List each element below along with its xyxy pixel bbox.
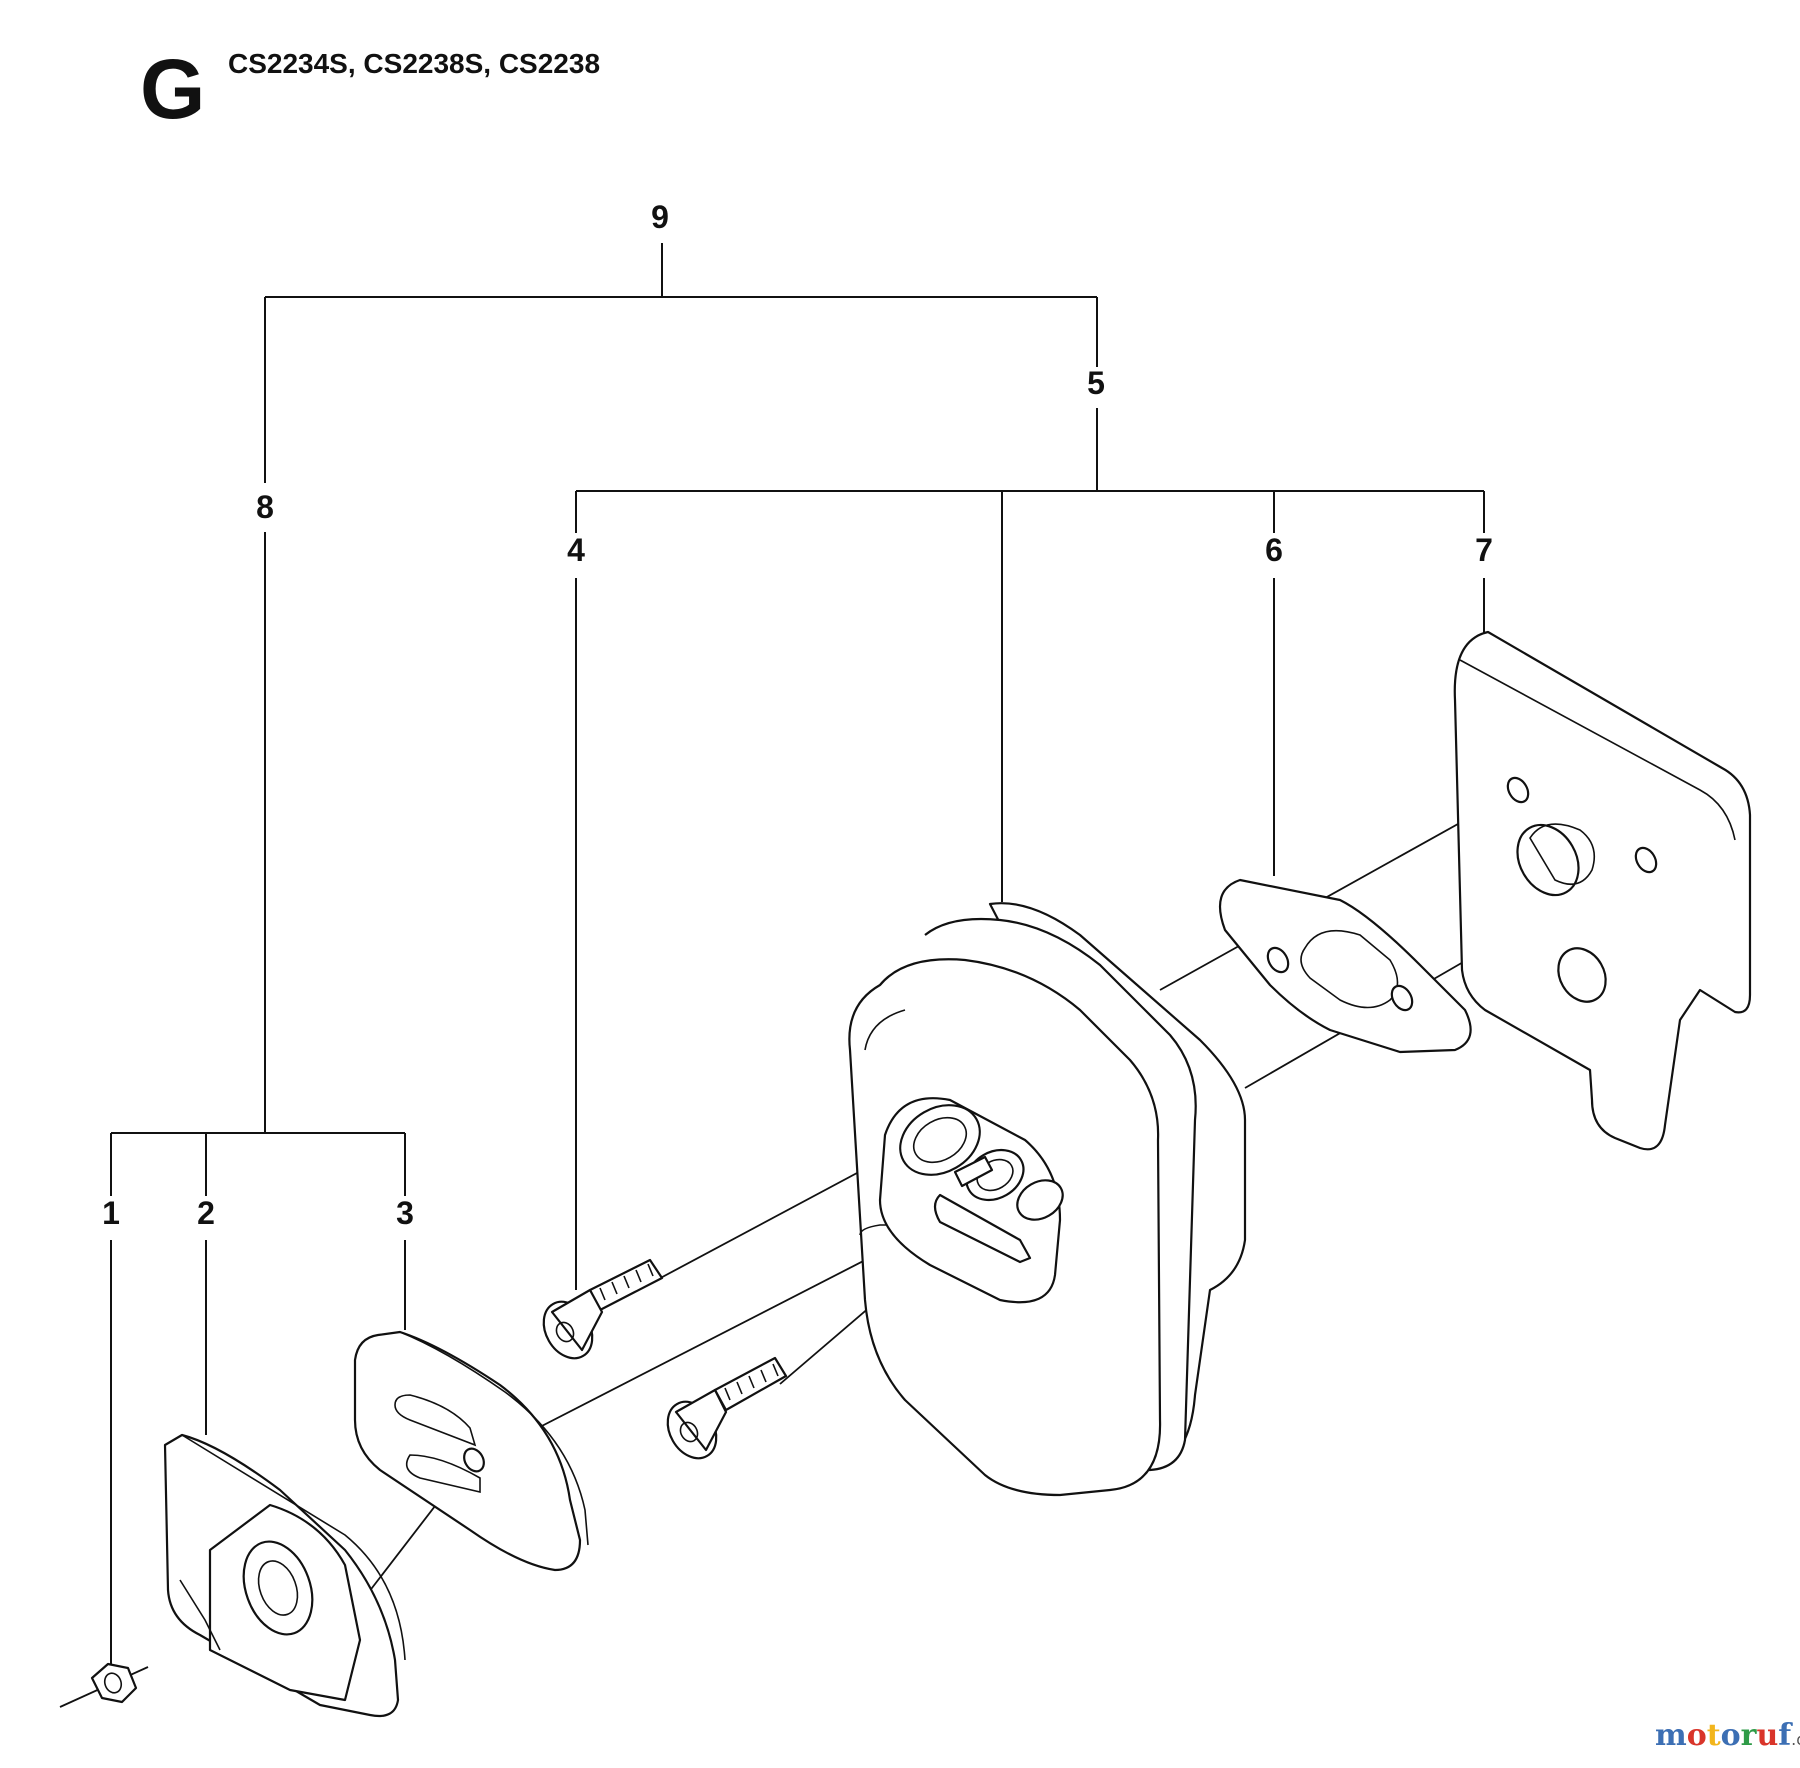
part-4-screws — [542, 1258, 788, 1460]
part-2-deflector — [163, 1433, 406, 1718]
watermark-logo: motoruf.de — [1655, 1718, 1800, 1753]
leader-lines — [110, 243, 1485, 1668]
callout-6: 6 — [1265, 532, 1283, 568]
callout-7: 7 — [1475, 532, 1493, 568]
callout-1: 1 — [102, 1195, 120, 1231]
part-3-screen — [353, 1330, 589, 1572]
screw-lower — [666, 1356, 788, 1460]
part-6-gasket — [1218, 878, 1472, 1054]
part-7-heat-shield — [1453, 630, 1752, 1151]
part-5-muffler — [848, 902, 1247, 1497]
callout-4: 4 — [567, 532, 585, 568]
svg-text:motoruf.de: motoruf.de — [1655, 1718, 1800, 1753]
callout-8: 8 — [256, 489, 274, 525]
screw-upper — [542, 1258, 664, 1360]
callout-2: 2 — [197, 1195, 215, 1231]
part-1-nut — [90, 1662, 138, 1704]
callout-5: 5 — [1087, 365, 1105, 401]
callout-9: 9 — [651, 199, 669, 235]
callout-3: 3 — [396, 1195, 414, 1231]
model-list: CS2234S, CS2238S, CS2238 — [228, 48, 600, 79]
section-letter: G — [140, 42, 205, 136]
